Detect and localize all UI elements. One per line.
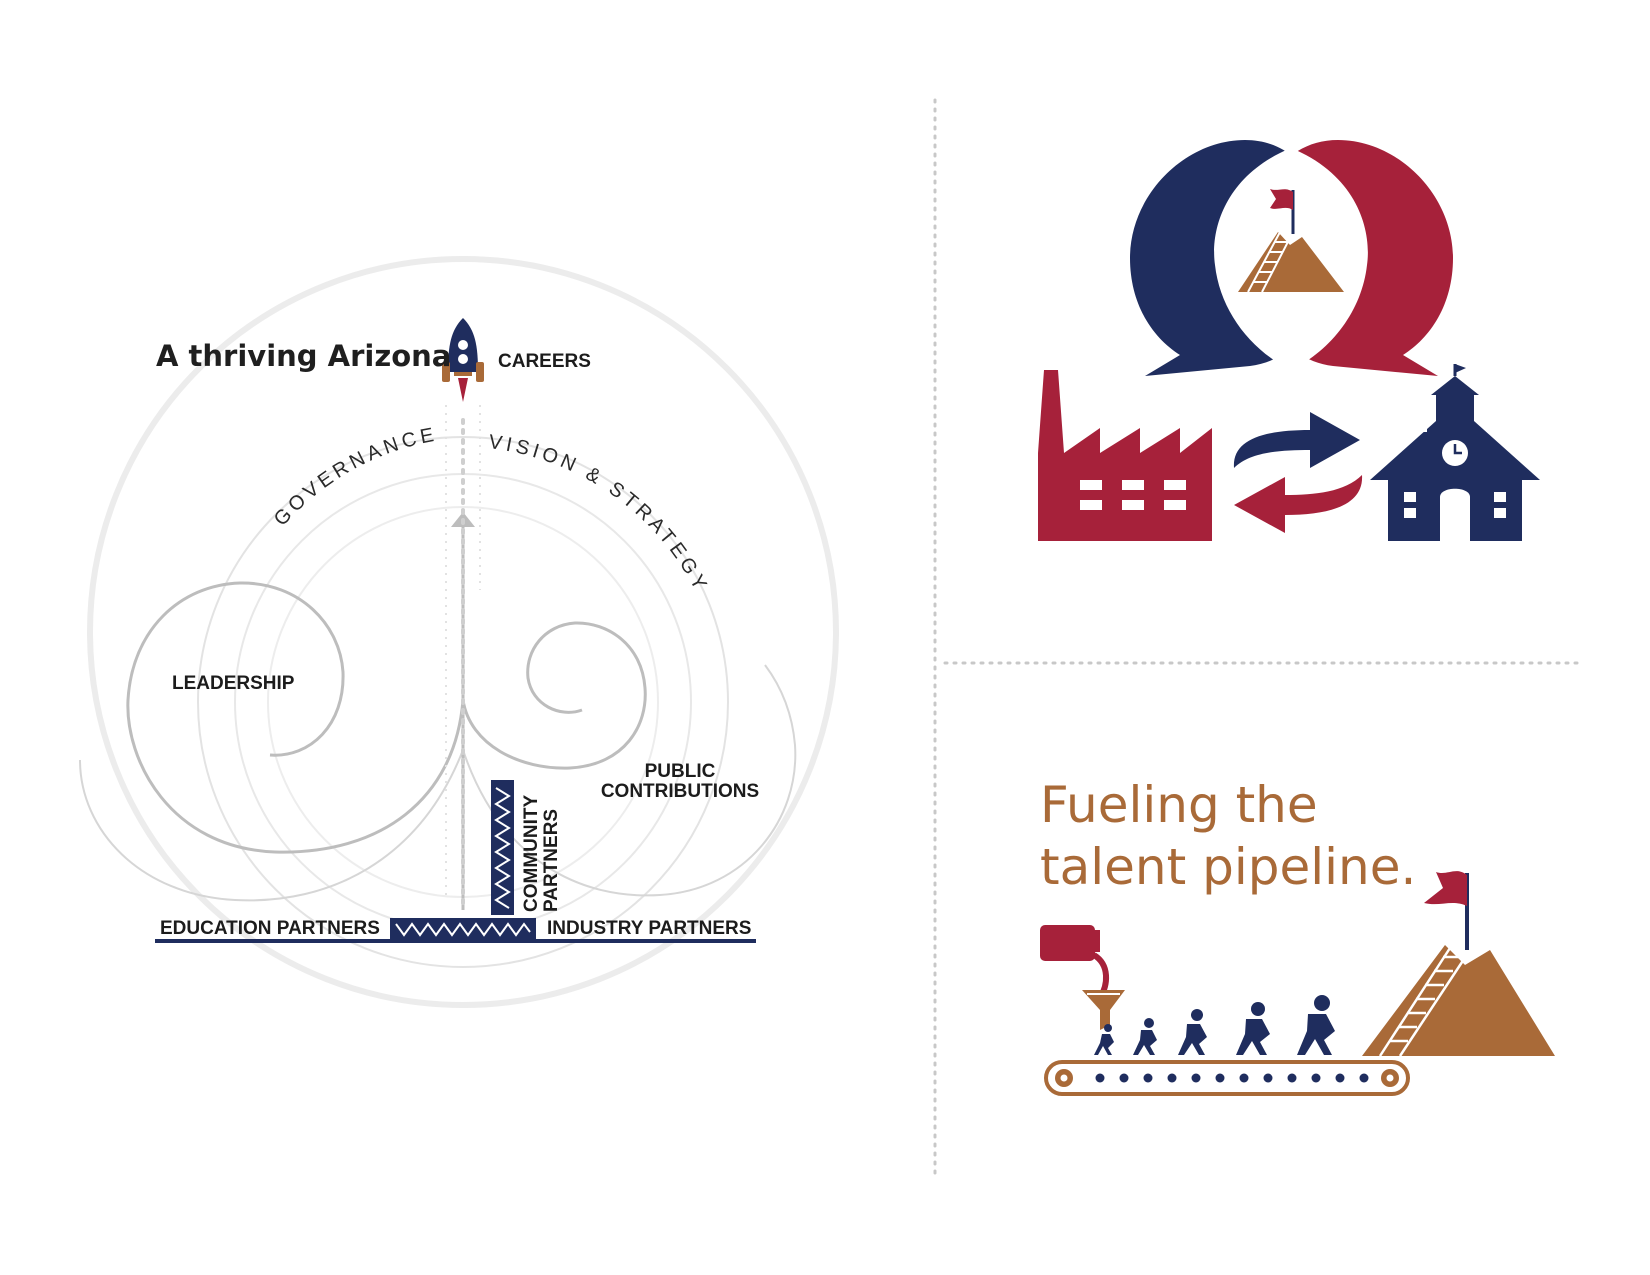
funnel-icon (1082, 990, 1125, 1030)
inner-ring-1 (197, 436, 729, 968)
public-contributions-label-2: CONTRIBUTIONS (601, 781, 759, 802)
community-partners-label-1: COMMUNITY (521, 795, 542, 912)
summit-mountain-icon (1362, 871, 1555, 1057)
schoolhouse-icon (1370, 364, 1540, 541)
leadership-outer-swirl (79, 749, 464, 902)
community-pillar (491, 780, 514, 915)
factory-icon (1038, 370, 1212, 541)
public-contributions-label-1: PUBLIC (645, 761, 716, 782)
foundation-beam (155, 918, 756, 943)
rocket-icon (442, 318, 484, 402)
careers-label: CAREERS (498, 351, 591, 372)
talent-pipeline-graphic: Fueling the talent pipeline. (1040, 776, 1555, 1096)
outer-ring (87, 256, 839, 1008)
fuel-can-icon (1040, 925, 1109, 1000)
exchange-arrows-icon (1233, 412, 1363, 533)
pipeline-headline-2: talent pipeline. (1040, 838, 1416, 896)
dividers (933, 98, 1584, 1177)
collaboration-graphic (1038, 140, 1540, 541)
pipeline-headline-1: Fueling the (1040, 776, 1318, 834)
public-outer-swirl (462, 664, 797, 897)
public-loop (461, 621, 647, 770)
vision-strategy-label: VISION & STRATEGY (487, 431, 712, 597)
diagram-title: A thriving Arizona (156, 339, 451, 373)
industry-partners-label: INDUSTRY PARTNERS (547, 918, 751, 939)
conveyor-belt-icon (1044, 1060, 1410, 1096)
community-partners-label-2: PARTNERS (541, 809, 562, 912)
runners-icon (1094, 995, 1335, 1055)
ecosystem-diagram: A thriving Arizona CAREERS GOVERNANCE VI… (79, 256, 839, 1008)
leadership-loop (126, 581, 465, 854)
leadership-label: LEADERSHIP (172, 673, 295, 694)
governance-label: GOVERNANCE (270, 423, 440, 530)
education-partners-label: EDUCATION PARTNERS (160, 918, 380, 939)
mountain-flag-icon (1238, 189, 1344, 293)
